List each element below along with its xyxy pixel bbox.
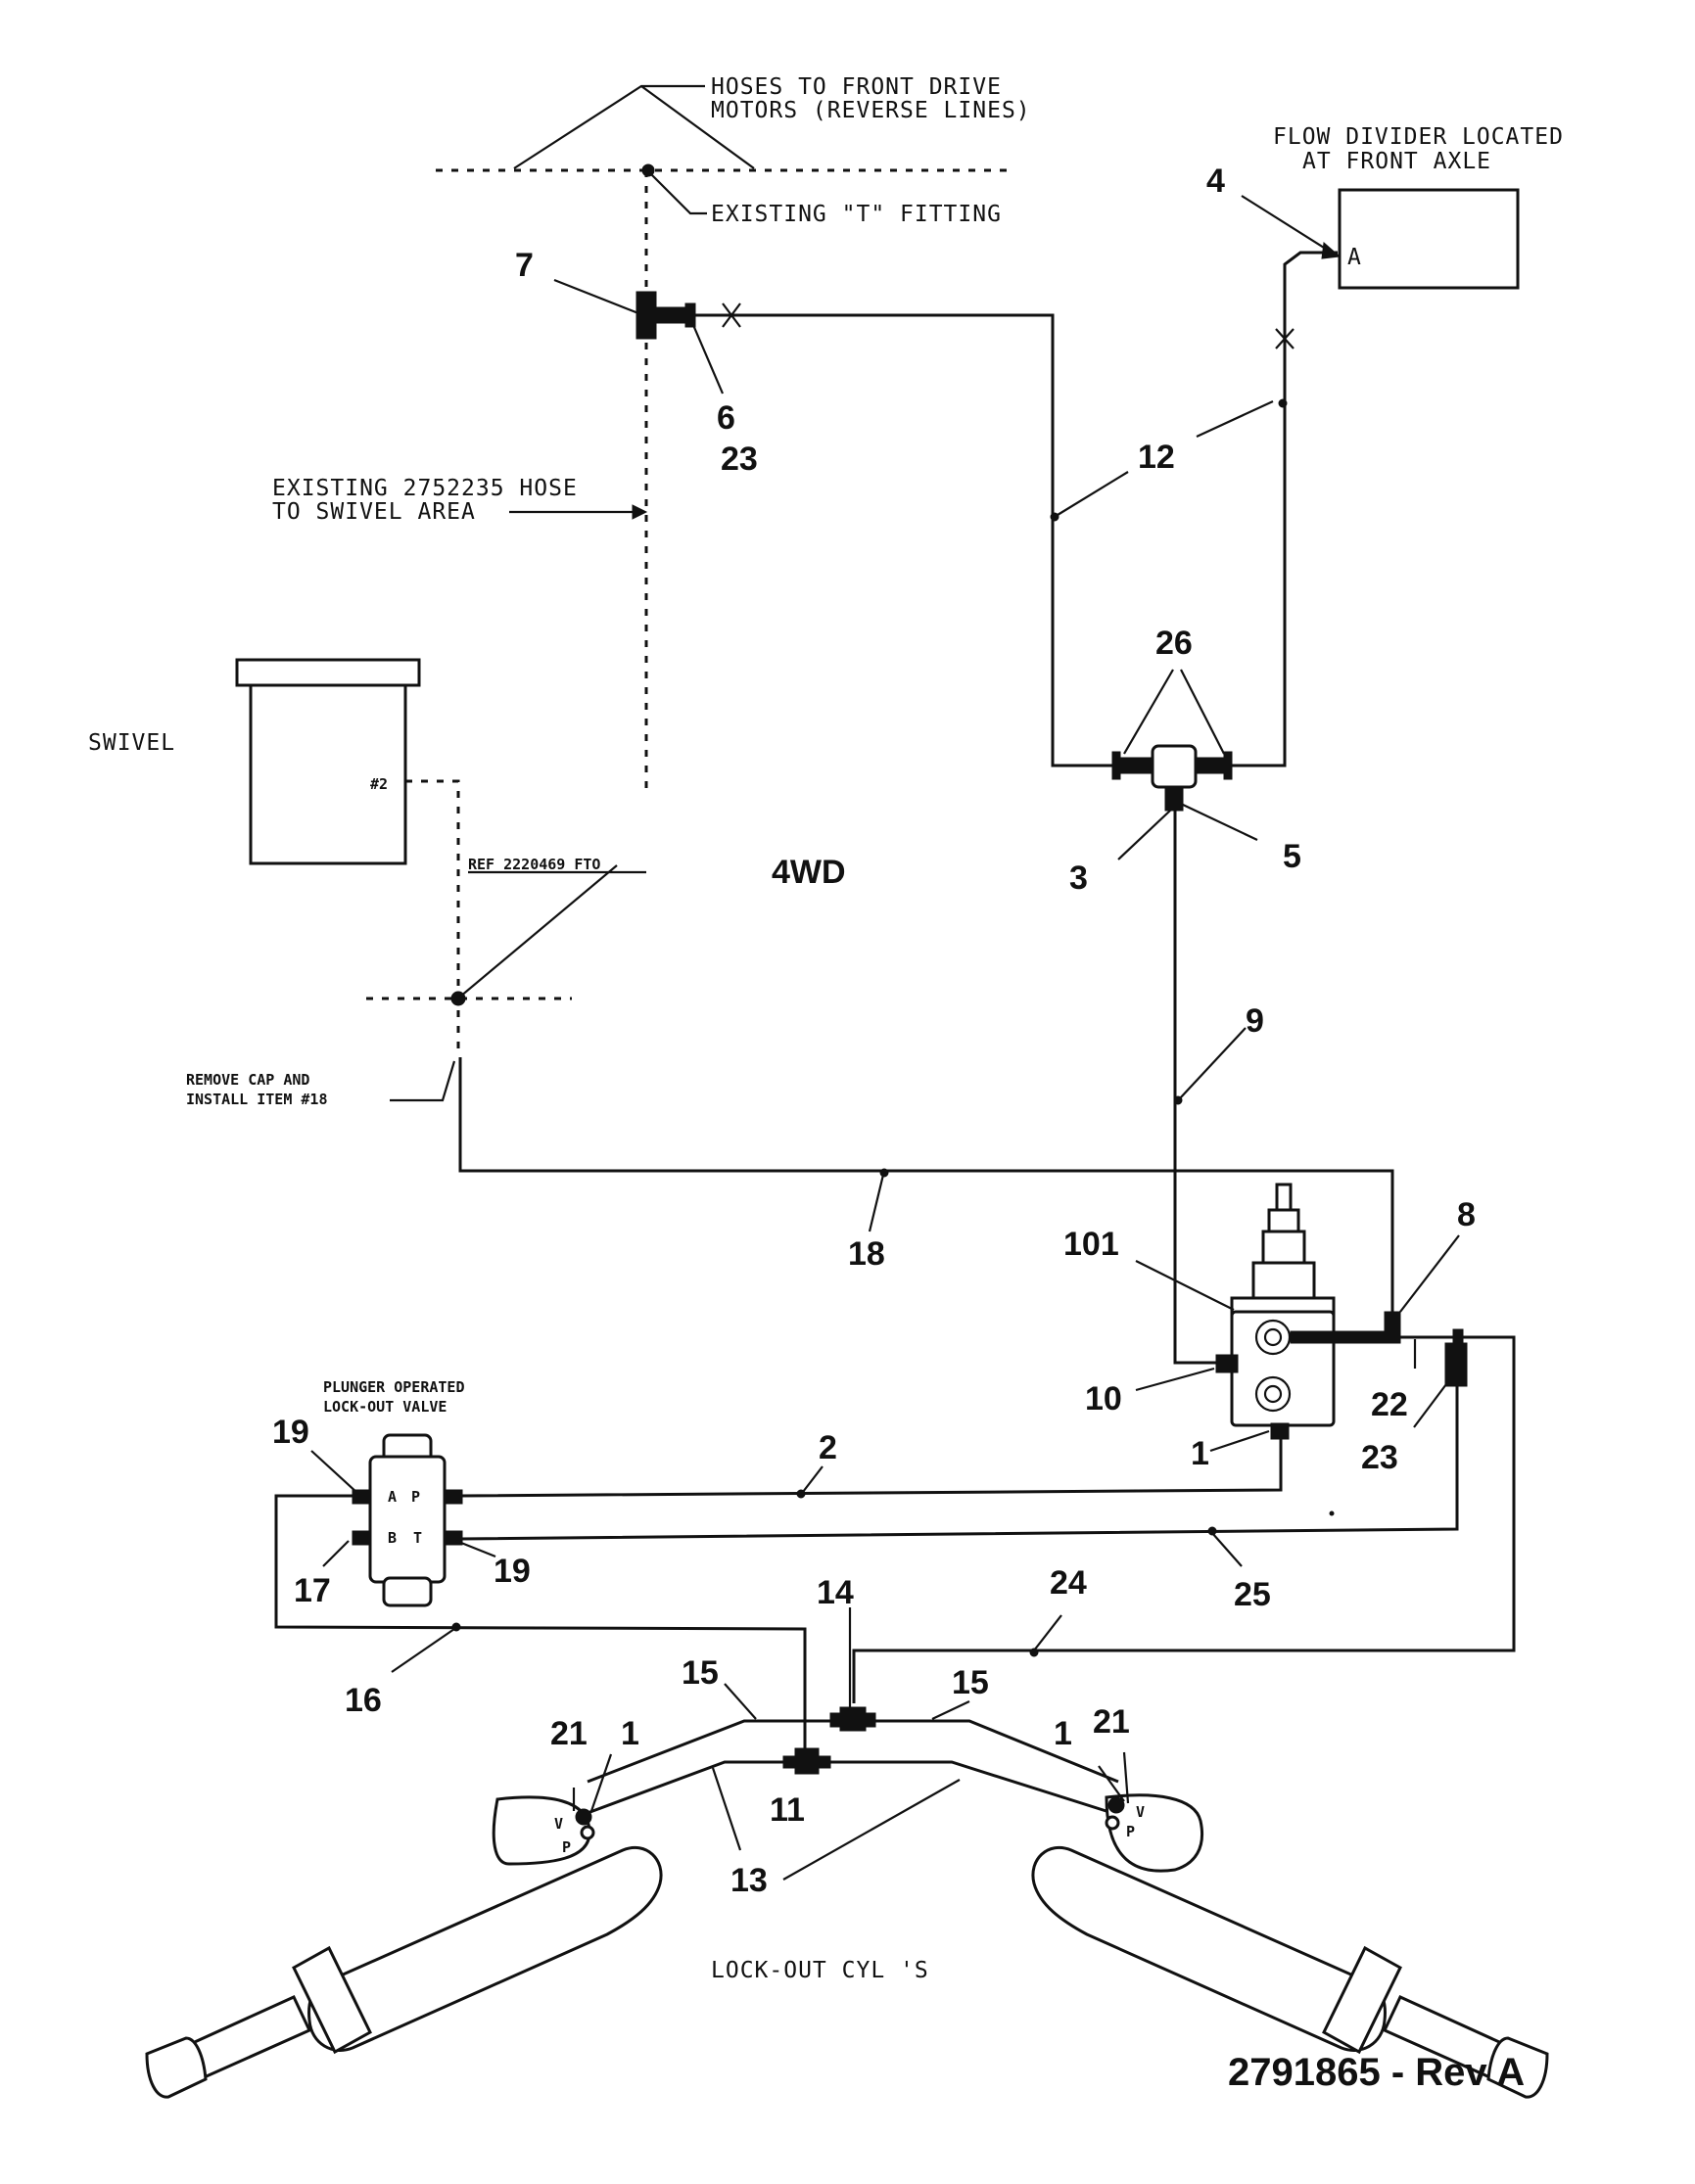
- tee-14: [839, 1706, 867, 1732]
- item-label-1-right: 1: [1054, 1715, 1072, 1752]
- item-label-26: 26: [1155, 625, 1193, 662]
- item-label-25: 25: [1234, 1576, 1271, 1613]
- hose-13-left: [587, 1760, 783, 1815]
- swivel-port-2: #2: [370, 775, 388, 793]
- item-label-15-left: 15: [682, 1654, 719, 1692]
- tee-22: [1444, 1342, 1468, 1387]
- note-flow-divider-2: AT FRONT AXLE: [1302, 149, 1491, 174]
- item-label-3: 3: [1069, 860, 1088, 897]
- mode-label-4wd: 4WD: [772, 854, 846, 891]
- fitting-10: [1215, 1354, 1239, 1373]
- item-label-21-left: 21: [550, 1715, 588, 1752]
- cyl-right-port-v: V: [1136, 1803, 1145, 1821]
- hose-24: [852, 1335, 1516, 1703]
- note-ref-pto: REF 2220469 FTO: [468, 856, 600, 873]
- note-remove-cap-1: REMOVE CAP AND: [186, 1071, 309, 1089]
- note-existing-hose-1: EXISTING 2752235 HOSE: [272, 476, 578, 501]
- note-remove-cap-2: INSTALL ITEM #18: [186, 1091, 328, 1108]
- item-label-7: 7: [515, 247, 534, 284]
- note-plunger-1: PLUNGER OPERATED: [323, 1378, 465, 1396]
- item-label-6: 6: [717, 399, 735, 437]
- swivel: [235, 658, 421, 865]
- note-lockout-cyls: LOCK-OUT CYL 'S: [711, 1958, 929, 1983]
- lockout-cylinder-left: [145, 1795, 663, 2099]
- item-label-13: 13: [730, 1862, 768, 1899]
- hose-18: [458, 1057, 1394, 1318]
- valve-port-p: P: [411, 1488, 420, 1506]
- item-label-23-top: 23: [721, 441, 758, 478]
- item-label-14: 14: [817, 1574, 854, 1611]
- hose-13-right: [830, 1760, 1113, 1815]
- item-label-19-right: 19: [494, 1553, 531, 1590]
- item-label-18: 18: [848, 1235, 885, 1273]
- item-label-9: 9: [1246, 1002, 1264, 1040]
- item-label-11: 11: [770, 1791, 805, 1829]
- item-label-22: 22: [1371, 1386, 1408, 1423]
- valve-port-t: T: [413, 1529, 422, 1547]
- item-label-5: 5: [1283, 838, 1301, 875]
- valve-port-b: B: [388, 1529, 397, 1547]
- valve-101: [1230, 1183, 1336, 1427]
- lockout-valve: [352, 1433, 463, 1607]
- hose-2: [459, 1439, 1283, 1498]
- note-hoses-front-drive-1: HOSES TO FRONT DRIVE: [711, 74, 1002, 100]
- tee-fitting-7: [553, 278, 696, 340]
- note-flow-divider-1: FLOW DIVIDER LOCATED: [1273, 124, 1564, 150]
- hose-12-right: [1226, 251, 1338, 767]
- fitting-1-valve: [1270, 1422, 1290, 1440]
- cyl-left-port-v: V: [554, 1815, 563, 1833]
- item-label-101: 101: [1063, 1226, 1119, 1263]
- tee-11: [794, 1747, 820, 1775]
- item-label-12: 12: [1138, 439, 1175, 476]
- hose-25: [459, 1384, 1459, 1541]
- cyl-left-port-p: P: [562, 1838, 571, 1856]
- arrow-4: [1321, 242, 1342, 259]
- item-label-24: 24: [1050, 1564, 1087, 1602]
- hose-15-right-upper: [875, 1719, 1119, 1784]
- note-plunger-2: LOCK-OUT VALVE: [323, 1398, 447, 1416]
- item-label-19-left: 19: [272, 1414, 309, 1451]
- hose-12-left: [676, 313, 1118, 767]
- leader-4: [1241, 195, 1333, 254]
- valve-port-a: A: [388, 1488, 397, 1506]
- note-existing-t-fitting: EXISTING "T" FITTING: [711, 202, 1002, 227]
- swivel-dashed-line: [405, 779, 460, 1057]
- item-label-2: 2: [819, 1429, 837, 1466]
- tee-block-5: [1111, 744, 1233, 812]
- item-label-1-left: 1: [621, 1715, 639, 1752]
- item-label-1-valve: 1: [1191, 1435, 1209, 1472]
- item-label-16: 16: [345, 1682, 382, 1719]
- item-label-10: 10: [1085, 1380, 1122, 1417]
- flow-divider-port-a: A: [1347, 245, 1362, 270]
- note-existing-hose-2: TO SWIVEL AREA: [272, 499, 476, 525]
- pipe-8: [1290, 1330, 1401, 1344]
- leader-remove-cap: [390, 1060, 456, 1102]
- hose-15-left-upper: [587, 1719, 830, 1784]
- hose-9: [1173, 811, 1222, 1365]
- lockout-cylinder-right: [1031, 1793, 1549, 2099]
- note-hoses-front-drive-2: MOTORS (REVERSE LINES): [711, 98, 1031, 123]
- reverse-lines: [436, 84, 1009, 788]
- item-label-4: 4: [1206, 163, 1225, 200]
- cyl-right-port-p: P: [1126, 1823, 1135, 1840]
- flow-divider: [1338, 188, 1520, 290]
- note-swivel: SWIVEL: [88, 730, 175, 756]
- item-label-17: 17: [294, 1572, 331, 1609]
- item-label-21-right: 21: [1093, 1703, 1130, 1741]
- hose-16: [274, 1494, 807, 1750]
- item-label-15-right: 15: [952, 1664, 989, 1701]
- item-label-8: 8: [1457, 1196, 1476, 1233]
- drawing-number: 2791865 - Rev A: [1228, 2051, 1525, 2094]
- item-label-23-mid: 23: [1361, 1439, 1398, 1476]
